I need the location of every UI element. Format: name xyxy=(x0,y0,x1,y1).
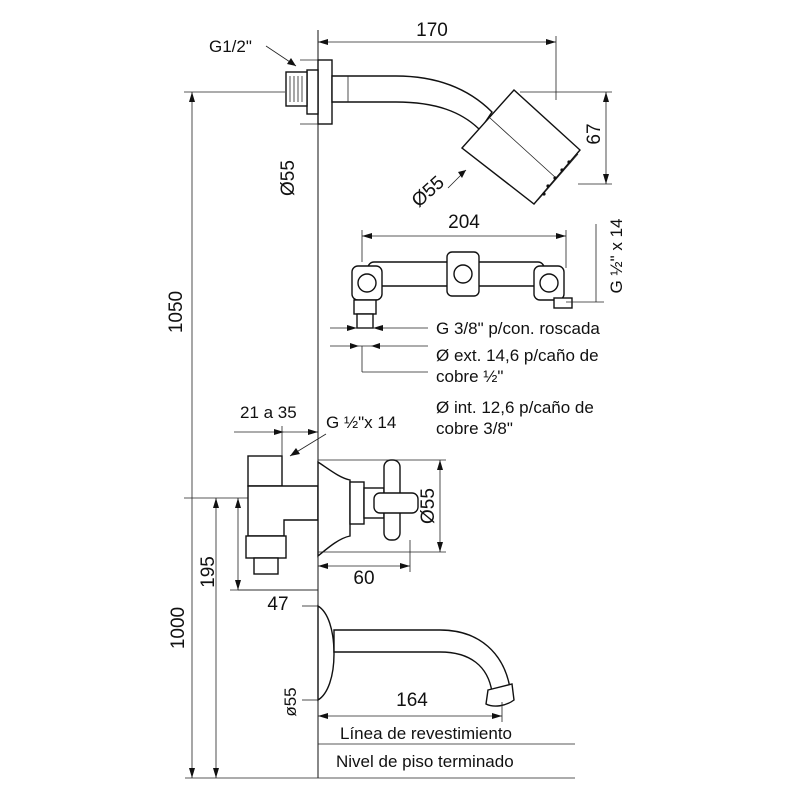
dim-arrow xyxy=(235,580,241,590)
valve-side-thread-label: G ½" x 14 xyxy=(607,218,626,293)
dim-valve-spacing: 204 xyxy=(448,212,480,233)
spout-flange xyxy=(317,604,335,702)
dim-arrow xyxy=(213,768,219,778)
tub-spout xyxy=(317,604,515,707)
valve-outlet-nut xyxy=(245,535,287,559)
spout-flange-diameter: ø55 xyxy=(281,687,300,716)
dim-total-height: 1050 xyxy=(166,291,187,333)
dim-handle-depth: 60 xyxy=(353,568,374,589)
shower-thread-label: G1/2" xyxy=(209,37,252,56)
handle-flange xyxy=(317,460,351,558)
handle-valve xyxy=(245,455,419,575)
dim-head-height: 67 xyxy=(584,123,605,144)
valve-thread-label: G ½"x 14 xyxy=(326,413,396,432)
note-outer-pipe-1: Ø ext. 14,6 p/caño de xyxy=(436,346,599,365)
valve-housing-top xyxy=(247,455,283,487)
valve-housing xyxy=(247,485,319,537)
shower-arm xyxy=(331,75,493,132)
handle-flange-diameter: Ø55 xyxy=(418,488,439,524)
flange-diameter-label: Ø55 xyxy=(278,160,299,196)
floor-line-label: Nivel de piso terminado xyxy=(336,752,514,771)
spout-body xyxy=(333,629,511,693)
valve-left-nut xyxy=(353,299,377,315)
shower-head xyxy=(460,89,581,205)
dim-arrow xyxy=(213,498,219,508)
shower-flange-neck xyxy=(306,69,319,115)
dim-arm-width: 170 xyxy=(416,20,448,41)
shower-arm-assembly xyxy=(285,59,581,205)
dim-spout-wall: 47 xyxy=(267,594,288,615)
note-outer-pipe-2: cobre ½" xyxy=(436,367,503,386)
dim-spout-height: 195 xyxy=(198,556,219,588)
shower-thread xyxy=(285,71,308,107)
valve-left-nipple xyxy=(356,313,374,329)
wall-line-label: Línea de revestimiento xyxy=(340,724,512,743)
valve-body xyxy=(351,251,573,329)
dim-spout-length: 164 xyxy=(396,690,428,711)
note-inner-pipe-2: cobre 3/8" xyxy=(436,419,513,438)
shower-flange xyxy=(317,59,333,125)
dim-arrow xyxy=(189,768,195,778)
dim-arrow xyxy=(235,498,241,508)
note-inner-pipe-1: Ø int. 12,6 p/caño de xyxy=(436,398,594,417)
dim-spout-floor-height: 1000 xyxy=(168,607,189,649)
dim-arrow xyxy=(189,92,195,102)
valve-right-nipple xyxy=(553,297,573,309)
spout-outlet xyxy=(485,683,515,707)
note-thread-connection: G 3/8" p/con. roscada xyxy=(436,319,600,338)
valve-outlet xyxy=(253,557,279,575)
dim-offset-range: 21 a 35 xyxy=(240,403,297,422)
head-diameter-label: Ø55 xyxy=(408,172,449,212)
